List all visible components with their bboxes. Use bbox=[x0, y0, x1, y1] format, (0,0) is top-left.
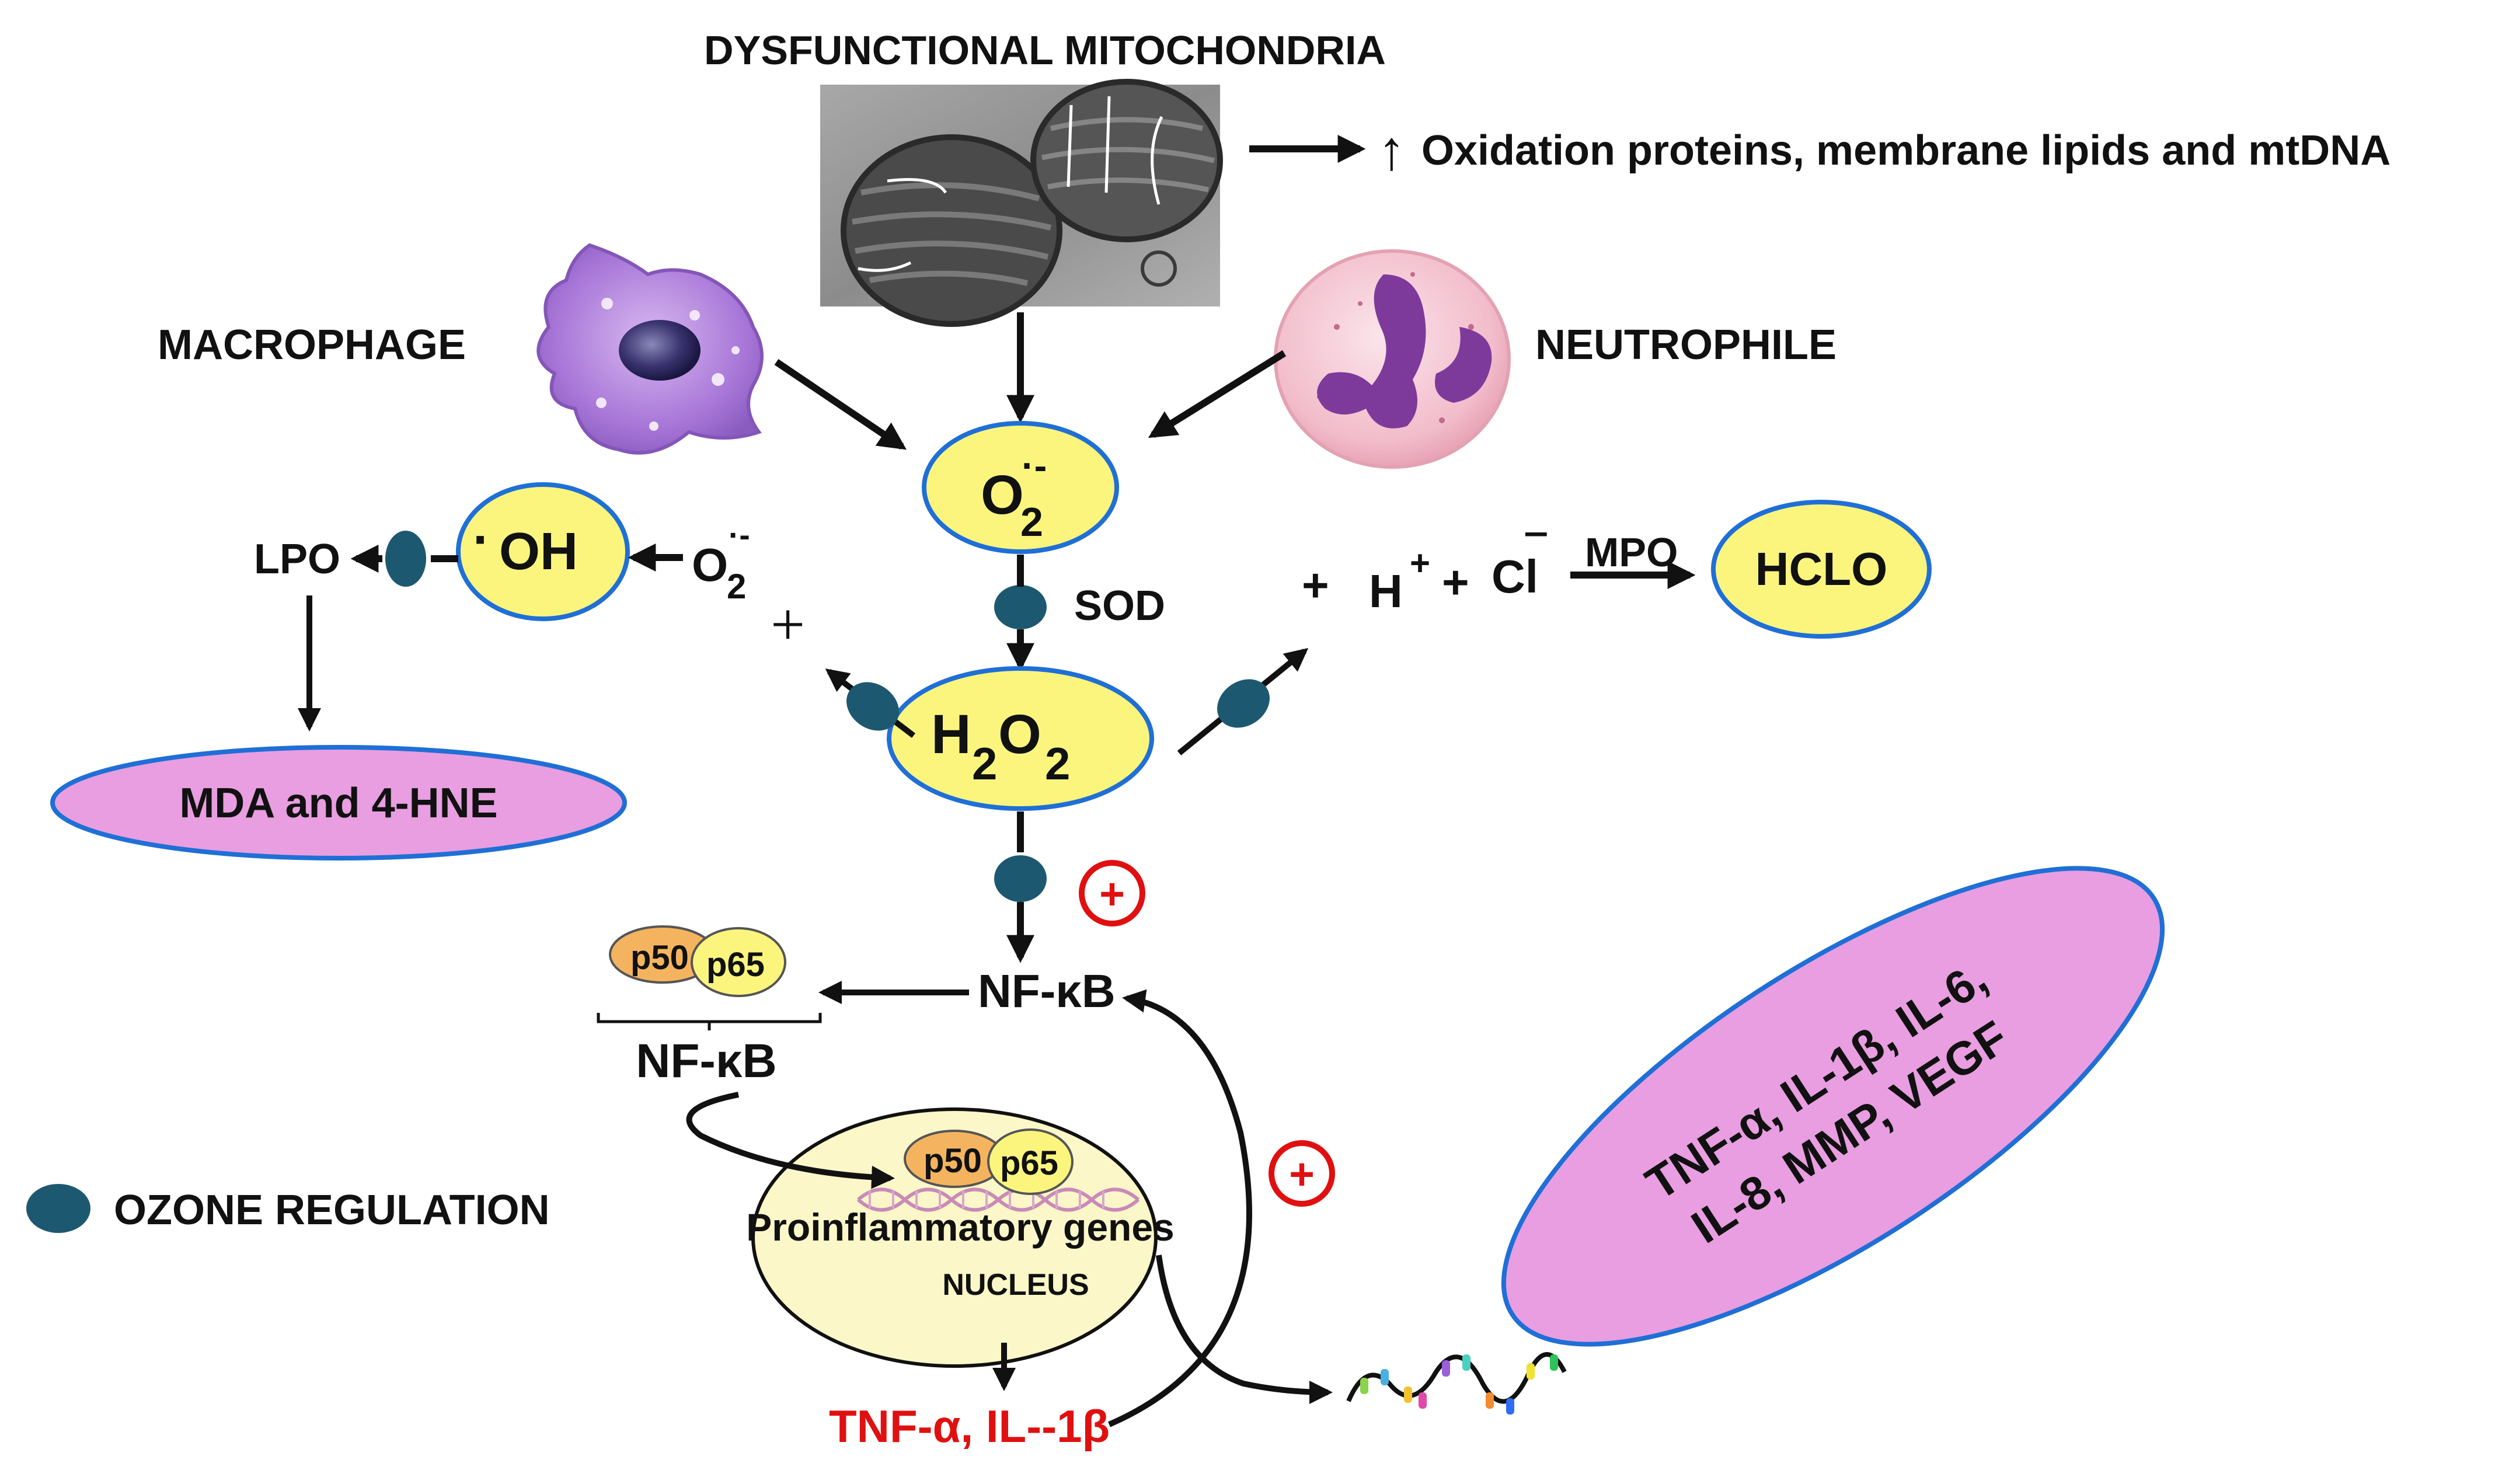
hydroxyl-radical-node: · OH bbox=[456, 482, 630, 621]
legend-label: OZONE REGULATION bbox=[114, 1187, 550, 1234]
macrophage-to-superoxide-arrow bbox=[774, 359, 907, 450]
ozone-regulation-dot-sod bbox=[994, 585, 1047, 629]
chloride-text: Cl bbox=[1492, 551, 1538, 602]
superoxide-sup-text: ·- bbox=[1022, 444, 1047, 487]
legend: OZONE REGULATION bbox=[26, 1184, 550, 1234]
nucleus: p50 p65 Proinflammatory genes NUCLEUS bbox=[746, 1107, 1175, 1368]
superoxide-small-sub-text: 2 bbox=[727, 567, 746, 606]
sod-label: SOD bbox=[1074, 583, 1165, 629]
chloride-sup-text: ‾ bbox=[1525, 527, 1547, 579]
nucleus-to-mrna-arrow bbox=[1156, 1255, 1333, 1404]
tnf-feedback-arrow bbox=[1108, 989, 1252, 1427]
lpo-label: LPO bbox=[254, 536, 340, 583]
ozone-regulation-dot-nfkb bbox=[994, 855, 1047, 902]
up-arrow-icon: ↑ bbox=[1378, 120, 1406, 182]
mitochondria-micrograph-icon bbox=[820, 79, 1223, 327]
mda-text: MDA and 4-HNE bbox=[179, 780, 497, 827]
mitochondria-title: DYSFUNCTIONAL MITOCHONDRIA bbox=[704, 27, 1386, 73]
mpo-label: MPO bbox=[1585, 529, 1678, 575]
complex-nfkb-text: NF-κB bbox=[636, 1034, 777, 1088]
tnf-il1b-text: TNF-α, IL--1β bbox=[829, 1401, 1110, 1452]
neutrophile-label: NEUTROPHILE bbox=[1535, 322, 1837, 368]
mrna-strand-icon bbox=[1346, 1352, 1567, 1415]
plus-sign-between: + bbox=[1442, 556, 1469, 608]
hydrogen-peroxide-node: H 2 O 2 bbox=[887, 666, 1154, 811]
cytokines-node: TNF-α, IL-1β, IL-6, IL-8, MMP, VEGF bbox=[1501, 866, 2165, 1347]
macrophage-cell-icon bbox=[536, 243, 764, 455]
superoxide-small-o-text: O bbox=[692, 539, 728, 591]
activation-plus-circle-1: + bbox=[1079, 860, 1145, 926]
oxidation-text: Oxidation proteins, membrane lipids and … bbox=[1421, 127, 2390, 174]
proton-sup-text: + bbox=[1410, 544, 1430, 583]
superoxide-o-text: O bbox=[981, 464, 1024, 526]
nucleus-p50-text: p50 bbox=[924, 1142, 982, 1180]
h2o2-2a-text: 2 bbox=[972, 738, 997, 789]
nucleus-p65-text: p65 bbox=[1000, 1144, 1058, 1182]
ozone-regulation-dot-right bbox=[1217, 679, 1270, 728]
activation-plus-text-2: + bbox=[1289, 1149, 1315, 1199]
mda-4hne-node: MDA and 4-HNE bbox=[50, 745, 627, 861]
hydroxyl-text: OH bbox=[499, 522, 578, 581]
neutrophil-to-superoxide-arrow bbox=[1148, 350, 1287, 438]
nfkb-complex: p50 p65 NF-κB bbox=[597, 925, 822, 1088]
plus-sign-right: + bbox=[1302, 559, 1329, 611]
h2o2-h-text: H bbox=[931, 703, 971, 765]
superoxide-sub-text: 2 bbox=[1020, 499, 1043, 545]
macrophage-label: MACROPHAGE bbox=[158, 322, 466, 368]
activation-plus-text-1: + bbox=[1099, 869, 1125, 918]
dna-helix-icon bbox=[857, 1187, 1139, 1212]
hydroxyl-dot-text: · bbox=[473, 511, 490, 569]
hclo-text: HCLO bbox=[1755, 543, 1888, 595]
complex-p65-text: p65 bbox=[706, 946, 765, 984]
proinflammatory-genes-text: Proinflammatory genes bbox=[746, 1206, 1175, 1249]
ozone-regulation-dot-left bbox=[846, 682, 899, 731]
h2o2-o-text: O bbox=[998, 703, 1041, 765]
neutrophil-cell-icon bbox=[1274, 249, 1511, 469]
plus-sign-left: + bbox=[771, 590, 805, 659]
legend-ozone-dot-icon bbox=[26, 1184, 90, 1233]
hypochlorous-acid-node: HCLO bbox=[1711, 500, 1932, 639]
activation-plus-circle-2: + bbox=[1269, 1140, 1335, 1207]
superoxide-node: O 2 ·- bbox=[922, 421, 1119, 554]
complex-to-nucleus-arrow bbox=[686, 1092, 895, 1189]
superoxide-small-sup-text: ·- bbox=[729, 517, 750, 553]
nfkb-label: NF-κB bbox=[978, 965, 1116, 1017]
complex-p50-text: p50 bbox=[630, 939, 689, 977]
nucleus-label: NUCLEUS bbox=[942, 1268, 1089, 1302]
h2o2-2b-text: 2 bbox=[1045, 738, 1070, 789]
proton-text: H bbox=[1369, 565, 1403, 617]
ozone-regulation-dot-lpo bbox=[385, 531, 426, 587]
